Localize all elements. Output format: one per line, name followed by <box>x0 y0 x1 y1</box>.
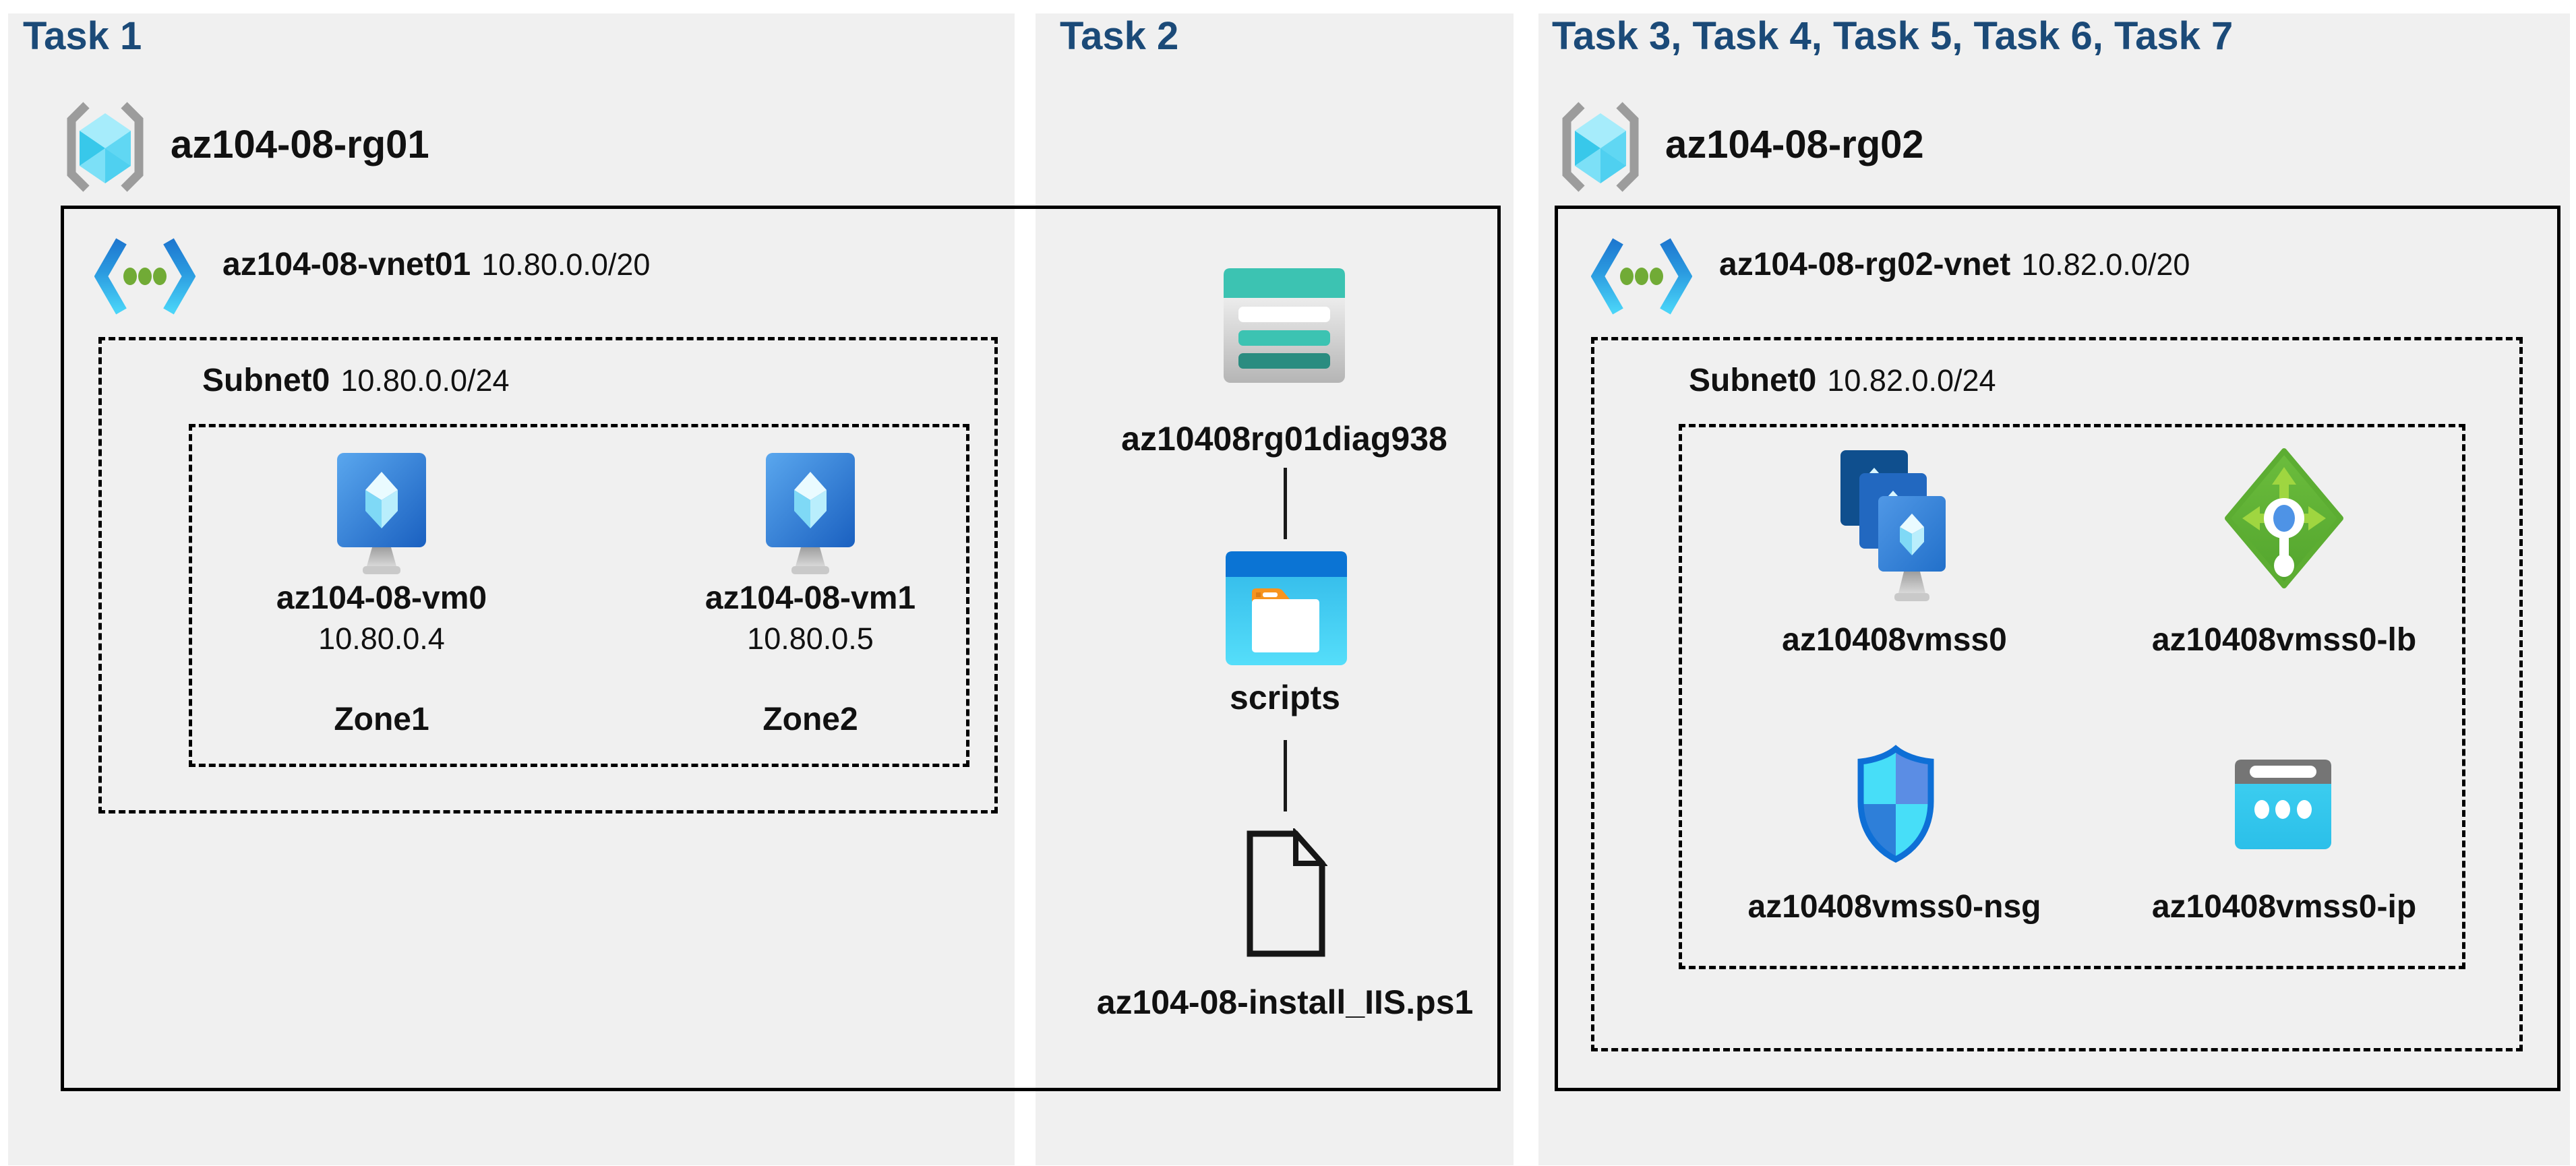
vm0-zone: Zone1 <box>334 702 429 737</box>
vnet2-label: az104-08-rg02-vnet 10.82.0.0/20 <box>1719 245 2190 285</box>
nsg-icon <box>1853 743 1939 865</box>
task1-panel <box>8 13 1015 1165</box>
vm1-zone: Zone2 <box>762 702 858 737</box>
rg2-label: az104-08-rg02 <box>1665 123 1924 166</box>
subnet2-label: Subnet0 10.82.0.0/24 <box>1689 361 1996 401</box>
subnet1-name: Subnet0 <box>202 363 330 398</box>
vnet2-cidr: 10.82.0.0/20 <box>2021 247 2190 282</box>
resource-group-icon <box>62 100 148 194</box>
virtual-network-icon <box>94 236 196 317</box>
virtual-machine-icon <box>763 453 858 577</box>
vnet1-name: az104-08-vnet01 <box>222 247 471 282</box>
public-ip-icon <box>2235 760 2331 849</box>
vnet1-boundary <box>61 206 1501 1091</box>
vm0-ip: 10.80.0.4 <box>318 621 445 656</box>
subnet2-boundary <box>1591 337 2523 1051</box>
vmss-icon <box>1840 450 1948 603</box>
rg1-label: az104-08-rg01 <box>171 123 429 166</box>
virtual-network-icon <box>1591 236 1692 317</box>
connector-folder-file <box>1284 740 1287 811</box>
vm-group-boundary <box>189 424 969 767</box>
resource-group-icon <box>1557 100 1644 194</box>
folder-label: scripts <box>1230 679 1340 716</box>
connector-storage-folder <box>1284 468 1287 539</box>
vm1-name: az104-08-vm1 <box>705 580 916 616</box>
vnet1-cidr: 10.80.0.0/20 <box>481 247 651 282</box>
vm1-ip: 10.80.0.5 <box>747 621 874 656</box>
nsg-label: az10408vmss0-nsg <box>1747 889 2041 925</box>
vnet2-boundary <box>1555 206 2560 1091</box>
subnet2-cidr: 10.82.0.0/24 <box>1827 363 1996 398</box>
vm0-name: az104-08-vm0 <box>276 580 487 616</box>
load-balancer-label: az10408vmss0-lb <box>2151 622 2417 658</box>
vnet2-name: az104-08-rg02-vnet <box>1719 247 2011 282</box>
subnet2-name: Subnet0 <box>1689 363 1817 398</box>
subnet1-cidr: 10.80.0.0/24 <box>340 363 510 398</box>
vmss-label: az10408vmss0 <box>1782 622 2007 658</box>
folder-icon <box>1226 551 1347 665</box>
subnet1-boundary <box>98 337 998 814</box>
virtual-machine-icon <box>334 453 429 577</box>
task2-header: Task 2 <box>1060 14 1179 58</box>
task3-header: Task 3, Task 4, Task 5, Task 6, Task 7 <box>1552 14 2234 58</box>
file-label: az104-08-install_IIS.ps1 <box>1096 983 1474 1021</box>
load-balancer-icon <box>2223 447 2345 590</box>
task1-header: Task 1 <box>23 14 142 58</box>
storage-account-label: az10408rg01diag938 <box>1098 419 1470 458</box>
storage-account-icon <box>1224 268 1345 383</box>
file-icon <box>1245 828 1327 959</box>
vmss-group-boundary <box>1679 424 2465 969</box>
public-ip-label: az10408vmss0-ip <box>2151 889 2417 925</box>
subnet1-label: Subnet0 10.80.0.0/24 <box>202 361 510 401</box>
vnet1-label: az104-08-vnet01 10.80.0.0/20 <box>222 245 650 285</box>
task3-panel <box>1538 13 2570 1165</box>
